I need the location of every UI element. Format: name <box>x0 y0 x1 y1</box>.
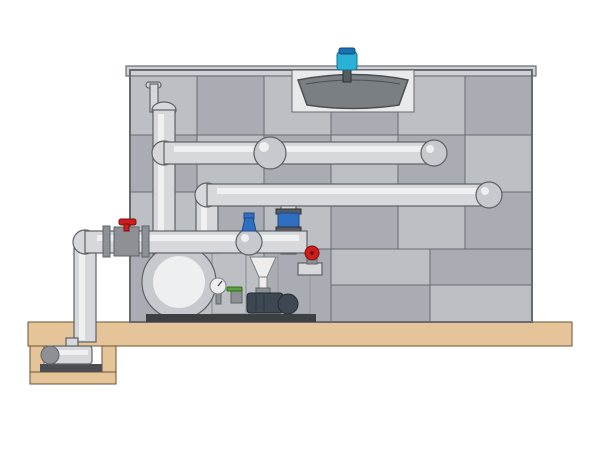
isolation-valve: Isolation valve <box>113 218 140 257</box>
skid-base <box>146 314 316 322</box>
supply-highlight <box>174 146 424 152</box>
motor-stem <box>342 69 352 83</box>
pressure-gauge: Pressure gauge <box>209 277 227 305</box>
ball-highlight <box>259 142 269 152</box>
green-valve <box>226 286 243 304</box>
riser-highlight <box>158 114 164 252</box>
fan-motor: Fan motor <box>336 47 358 83</box>
ball-fitting <box>235 228 263 256</box>
blue-valve-bonnet <box>241 217 257 232</box>
tank-panel <box>196 75 265 136</box>
skid-equipment: Pressure gauge Drain funnel Circulation … <box>146 245 323 322</box>
suction-pipe: Lower suction pipe Isolation valve <box>72 212 308 343</box>
supply-end-cap <box>420 139 448 167</box>
sump-pump: Sump pump <box>40 337 102 372</box>
cap-highlight <box>481 187 489 195</box>
water-basin: Hot water basin <box>296 73 410 110</box>
pump-volute <box>277 293 299 315</box>
louver-panel <box>429 248 533 286</box>
sump-pump-highlight <box>54 350 88 355</box>
basin-rim-line <box>305 79 401 85</box>
louver-panel <box>429 284 533 323</box>
ball-highlight <box>241 234 249 242</box>
separator-face <box>153 256 205 308</box>
louver-panel <box>330 248 431 286</box>
gauge-needle <box>217 280 223 287</box>
suction-highlight <box>97 235 299 241</box>
motor-body <box>336 51 358 71</box>
valve-body <box>113 226 140 257</box>
supply-ball-joint <box>253 136 287 170</box>
handwheel-hub <box>310 251 314 255</box>
drop-highlight <box>201 199 207 251</box>
red-handwheel-valve <box>297 245 323 276</box>
return-run <box>206 183 488 207</box>
pipe-flange <box>102 225 111 258</box>
pipe-flange <box>141 225 150 258</box>
drop-highlight <box>79 248 85 340</box>
motor-cap <box>338 47 356 55</box>
sump-pump-base <box>40 364 102 372</box>
valve-stub-pipe <box>297 262 323 276</box>
supply-run <box>163 141 433 165</box>
sump-pump-end-cap <box>40 345 60 365</box>
circulation-pump: Circulation pump <box>246 287 299 315</box>
green-valve-body <box>230 290 243 304</box>
tank-panel <box>464 75 533 136</box>
red-valve-stem <box>123 223 130 232</box>
control-valve-body <box>277 212 300 229</box>
supply-pipe: Upper supply pipe <box>151 136 448 170</box>
louver-panel <box>330 284 431 323</box>
green-valve-lever <box>226 286 243 292</box>
concrete-slab <box>27 321 573 347</box>
return-highlight <box>217 188 477 194</box>
cap-highlight <box>426 145 434 153</box>
pit-bottom <box>29 371 117 385</box>
ground-slab: Concrete slab <box>27 321 573 347</box>
return-end-cap <box>475 181 503 209</box>
